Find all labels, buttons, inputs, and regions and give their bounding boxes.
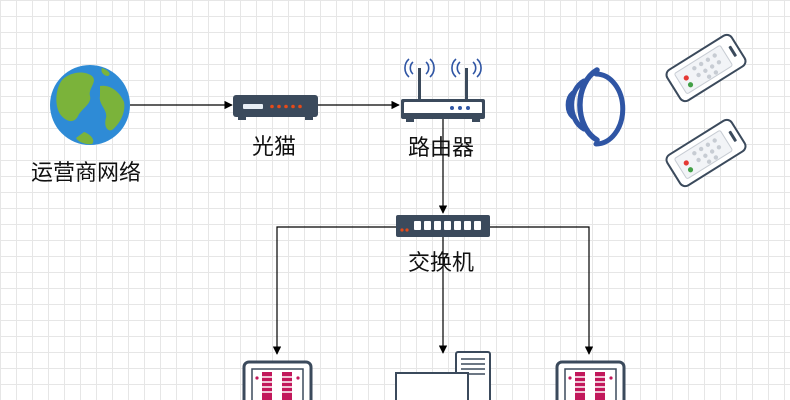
mobile-phone-icon (665, 33, 747, 103)
mobile-phone-icon (665, 118, 747, 188)
server-rack-icon (555, 360, 626, 400)
switch-label: 交换机 (408, 251, 475, 276)
switch-icon (396, 215, 490, 237)
desktop-computer-icon (395, 351, 491, 400)
router-label: 路由器 (408, 136, 475, 161)
router-icon (401, 58, 485, 122)
wifi-signal-icon (565, 67, 600, 143)
edge-switch-server-left (272, 226, 398, 355)
connections (130, 100, 594, 355)
modem-icon (233, 95, 318, 120)
wifi-signal-icon-right (593, 71, 626, 147)
isp-label: 运营商网络 (31, 161, 142, 186)
server-rack-icon (242, 360, 313, 400)
edge-switch-server-right (490, 226, 594, 355)
globe-icon (50, 65, 130, 145)
modem-label: 光猫 (252, 135, 297, 160)
